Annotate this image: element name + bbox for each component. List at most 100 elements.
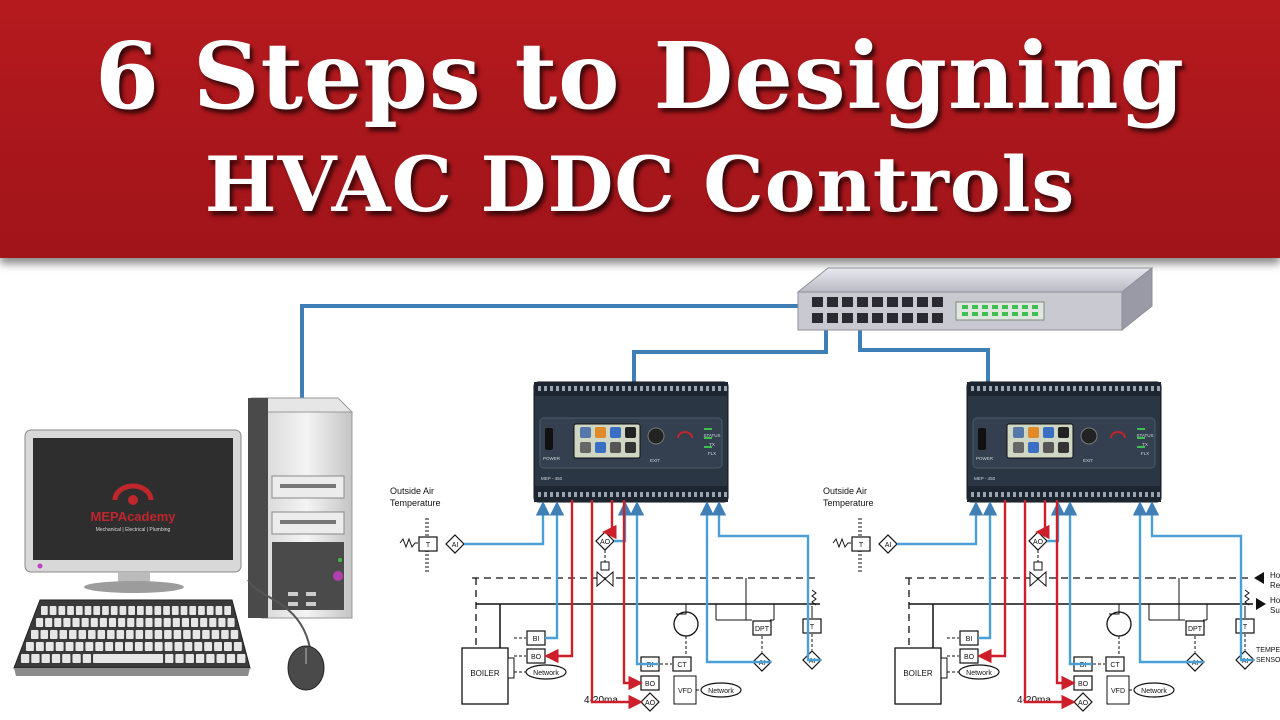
clock-icon[interactable] xyxy=(625,427,636,438)
keyboard-key xyxy=(181,618,190,627)
terminal xyxy=(1043,386,1046,391)
terminal xyxy=(1139,492,1142,497)
weather-icon[interactable] xyxy=(1058,442,1069,453)
keyboard-key xyxy=(99,618,107,627)
terminal xyxy=(995,386,998,391)
clock-icon[interactable] xyxy=(580,442,591,453)
keyboard-key xyxy=(209,618,217,627)
terminal xyxy=(676,492,679,497)
status-led xyxy=(1137,446,1145,448)
calendar-icon[interactable] xyxy=(580,427,591,438)
keyboard-key xyxy=(82,654,92,663)
point-label: BO xyxy=(1078,681,1089,688)
brand-logo-icon xyxy=(1110,431,1126,439)
point-label: AO xyxy=(600,539,611,546)
network-cables xyxy=(300,304,990,398)
gear-icon[interactable] xyxy=(595,442,606,453)
point-label: Network xyxy=(533,670,559,677)
terminal xyxy=(1001,492,1004,497)
terminal xyxy=(1049,492,1052,497)
weather-icon[interactable] xyxy=(625,442,636,453)
terminal xyxy=(652,492,655,497)
keyboard-key xyxy=(93,606,101,615)
megaphone-icon[interactable] xyxy=(1028,427,1039,438)
terminal xyxy=(1157,386,1160,391)
keyboard-key xyxy=(128,606,135,615)
terminal xyxy=(983,492,986,497)
terminal xyxy=(556,492,559,497)
title-banner: 6 Steps to Designing HVAC DDC Controls xyxy=(0,0,1280,258)
exit-knob[interactable] xyxy=(1080,427,1098,445)
terminal xyxy=(1085,386,1088,391)
terminal xyxy=(718,386,721,391)
terminal xyxy=(544,386,547,391)
keyboard-key xyxy=(145,618,153,627)
keyboard-key xyxy=(226,654,236,663)
point-label: DPT xyxy=(755,626,770,633)
network-point xyxy=(1133,682,1175,698)
keyboard-key xyxy=(107,630,115,639)
terminal xyxy=(1001,386,1004,391)
outside-air-label: Temperature xyxy=(823,498,874,508)
status-led xyxy=(704,437,712,439)
network-point xyxy=(700,682,742,698)
terminal xyxy=(652,386,655,391)
terminal xyxy=(598,492,601,497)
terminal xyxy=(1043,492,1046,497)
clock-icon[interactable] xyxy=(1013,442,1024,453)
terminal xyxy=(688,492,691,497)
keyboard-key xyxy=(137,606,144,615)
point-label: AO xyxy=(645,700,656,707)
valve-icon xyxy=(596,570,614,588)
keyboard-key xyxy=(171,606,179,615)
calendar-icon[interactable] xyxy=(1013,427,1024,438)
terminal xyxy=(592,386,595,391)
terminal xyxy=(562,492,565,497)
keyboard-key xyxy=(75,606,83,615)
terminal xyxy=(676,386,679,391)
terminal xyxy=(989,492,992,497)
ddc-diagram: MEPAcademy Mechanical | Electrical | Plu… xyxy=(13,266,1280,712)
exit-knob[interactable] xyxy=(647,427,665,445)
terminal xyxy=(1079,492,1082,497)
terminal xyxy=(1091,492,1094,497)
terminal xyxy=(562,386,565,391)
status-label: FLX xyxy=(708,451,716,456)
document-icon[interactable] xyxy=(610,442,621,453)
switch-port xyxy=(902,313,913,323)
switch-port xyxy=(932,313,943,323)
computer[interactable]: MEPAcademy Mechanical | Electrical | Plu… xyxy=(13,397,354,691)
keyboard-key xyxy=(69,630,77,639)
gear-icon[interactable] xyxy=(1028,442,1039,453)
info-icon[interactable] xyxy=(610,427,621,438)
signal-label: 4-20ma xyxy=(1017,695,1051,706)
point-ao xyxy=(1073,692,1093,712)
clock-icon[interactable] xyxy=(1058,427,1069,438)
terminal xyxy=(586,492,589,497)
point-label: BI xyxy=(533,636,540,643)
boiler xyxy=(461,647,509,705)
info-icon[interactable] xyxy=(1043,427,1054,438)
status-label: STATUS xyxy=(703,433,720,438)
keyboard-key xyxy=(78,630,87,639)
keyboard-key xyxy=(227,618,235,627)
keyboard-key xyxy=(118,618,126,627)
outside-air-label: Outside Air xyxy=(823,486,867,496)
megaphone-icon[interactable] xyxy=(595,427,606,438)
switch-port xyxy=(932,297,943,307)
point-label: DPT xyxy=(1188,626,1203,633)
terminal xyxy=(700,386,703,391)
switch-port xyxy=(902,297,913,307)
terminal xyxy=(610,492,613,497)
monitor: MEPAcademy Mechanical | Electrical | Plu… xyxy=(24,429,242,593)
keyboard-key xyxy=(206,606,214,615)
supply-arrow-icon xyxy=(1256,598,1266,610)
switch-led xyxy=(992,312,998,316)
document-icon[interactable] xyxy=(1043,442,1054,453)
terminal xyxy=(995,492,998,497)
keyboard-key xyxy=(67,606,74,615)
point-label: BO xyxy=(531,654,542,661)
